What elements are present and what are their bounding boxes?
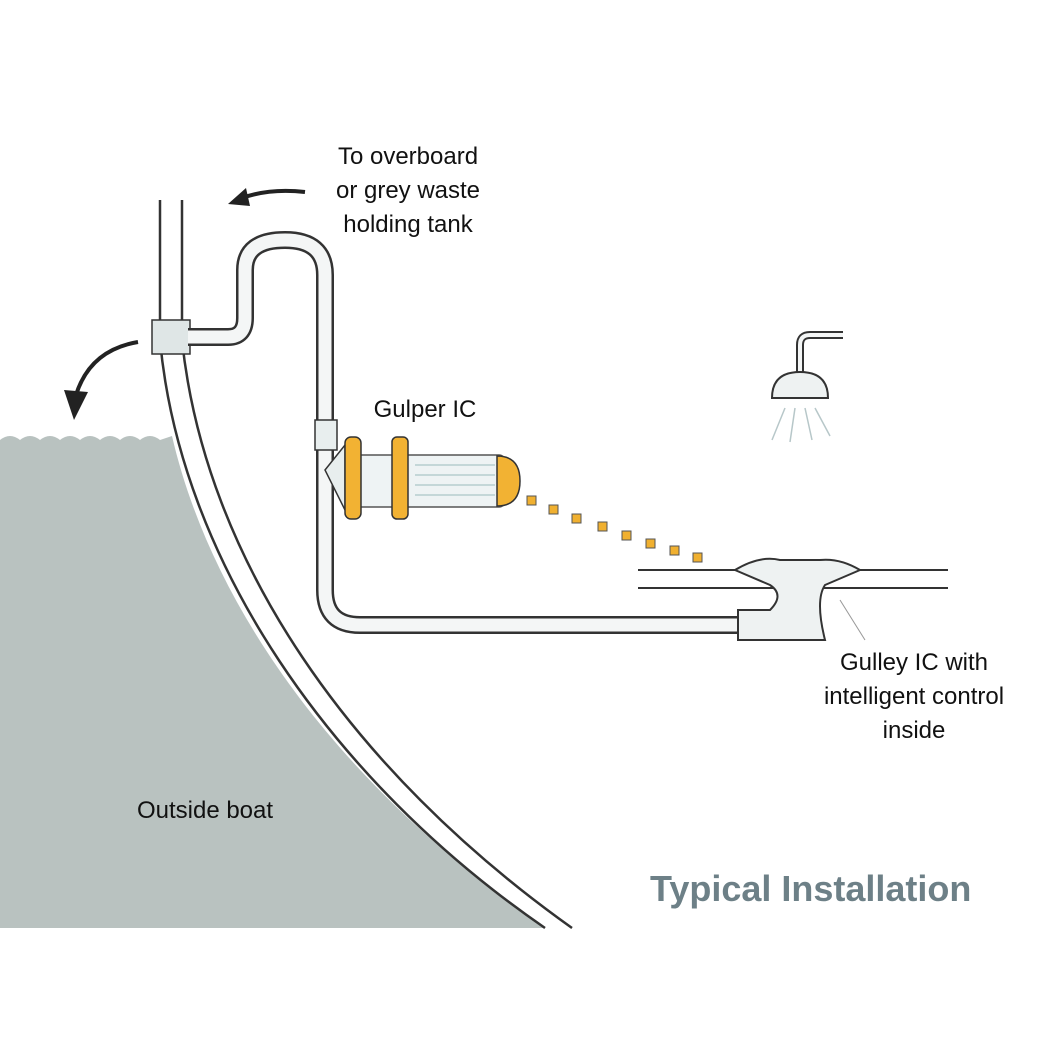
gulley-label-line: intelligent control	[823, 683, 1005, 710]
gulley-label: Gulley IC with intelligent control insid…	[800, 646, 1028, 748]
discharge-arrowhead-icon	[64, 390, 88, 420]
gulley-unit	[732, 557, 863, 641]
gulper-pump	[324, 436, 521, 520]
gulley-label-line: Gulley IC with	[839, 649, 989, 676]
through-hull-fitting	[151, 319, 191, 355]
diagram-title: Typical Installation	[650, 868, 972, 909]
overboard-label-line: holding tank	[343, 211, 473, 238]
gulley-label-line: inside	[882, 717, 946, 744]
gulley-leader-line	[839, 599, 866, 641]
pipe-connector	[314, 419, 338, 451]
flow-dots	[526, 495, 703, 563]
overboard-label: To overboard or grey waste holding tank	[318, 140, 498, 242]
shower-head-icon	[770, 331, 843, 443]
discharge-pipe-inner	[188, 233, 740, 632]
outside-boat-label: Outside boat	[136, 797, 274, 824]
gulper-label: Gulper IC	[373, 396, 477, 423]
overboard-arrowhead-icon	[228, 188, 250, 206]
overboard-label-line: or grey waste	[335, 177, 481, 204]
discharge-pipe	[188, 230, 740, 634]
overboard-arrow-icon	[241, 188, 306, 200]
hull-inner	[180, 200, 573, 930]
overboard-label-line: To overboard	[337, 143, 479, 170]
sea-water	[0, 436, 545, 928]
discharge-arrow-icon	[74, 340, 139, 396]
hull-outer	[158, 200, 546, 930]
